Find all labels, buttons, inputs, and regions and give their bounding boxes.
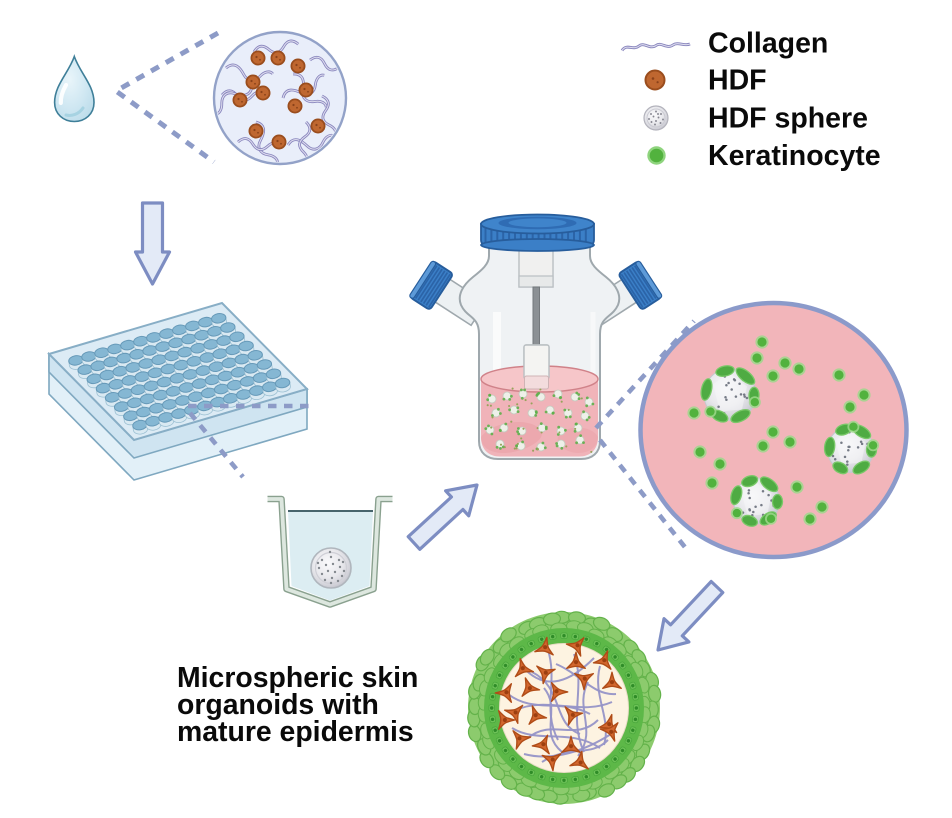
svg-text:Keratinocyte: Keratinocyte	[708, 140, 881, 172]
svg-text:organoids with: organoids with	[177, 689, 379, 721]
svg-text:Microspheric skin: Microspheric skin	[177, 662, 418, 694]
svg-text:mature epidermis: mature epidermis	[177, 716, 414, 748]
svg-text:HDF sphere: HDF sphere	[708, 103, 868, 135]
svg-text:Collagen: Collagen	[708, 28, 828, 60]
svg-text:HDF: HDF	[708, 65, 767, 97]
